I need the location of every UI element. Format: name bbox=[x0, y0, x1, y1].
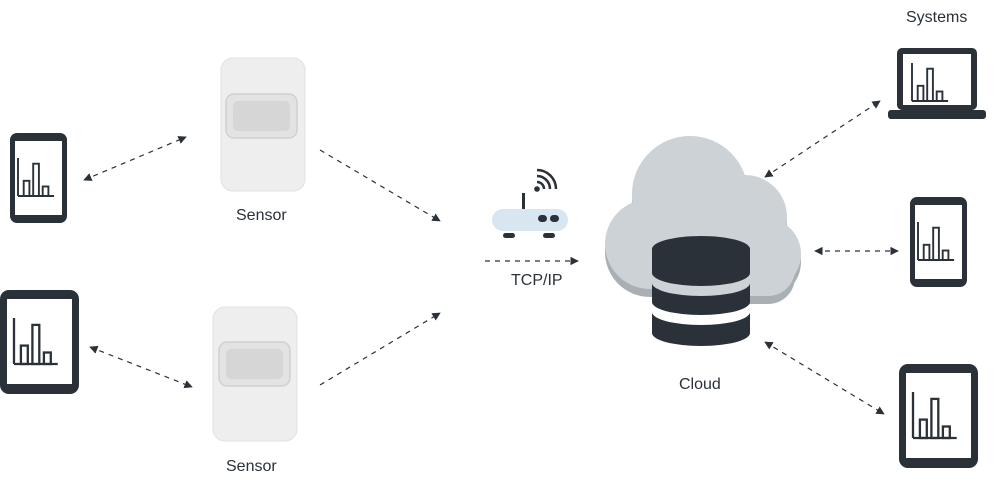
protocol-label: TCP/IP bbox=[511, 272, 563, 289]
systems-label: Systems bbox=[906, 9, 968, 26]
link-sensor2-tablet2 bbox=[89, 345, 193, 389]
tablet-icon bbox=[10, 133, 67, 223]
tablet-icon bbox=[899, 364, 978, 468]
sensor-label: Sensor bbox=[236, 207, 287, 224]
cloud-label: Cloud bbox=[679, 376, 721, 393]
tablet-icon bbox=[0, 290, 79, 394]
sensor-device-icon bbox=[212, 306, 298, 442]
tablet-icon bbox=[910, 197, 967, 287]
wifi-signal-icon bbox=[534, 168, 558, 192]
link-sensor1-router bbox=[319, 149, 441, 222]
database-icon bbox=[652, 236, 750, 346]
link-cloud-tablet-lower bbox=[764, 341, 885, 415]
laptop-icon bbox=[888, 48, 986, 119]
link-sensor1-tablet1 bbox=[83, 136, 187, 181]
link-cloud-laptop bbox=[764, 100, 881, 178]
link-sensor2-router bbox=[319, 312, 441, 386]
router-icon bbox=[492, 193, 568, 238]
sensor-device-icon bbox=[220, 57, 306, 192]
sensor-label: Sensor bbox=[226, 458, 277, 475]
